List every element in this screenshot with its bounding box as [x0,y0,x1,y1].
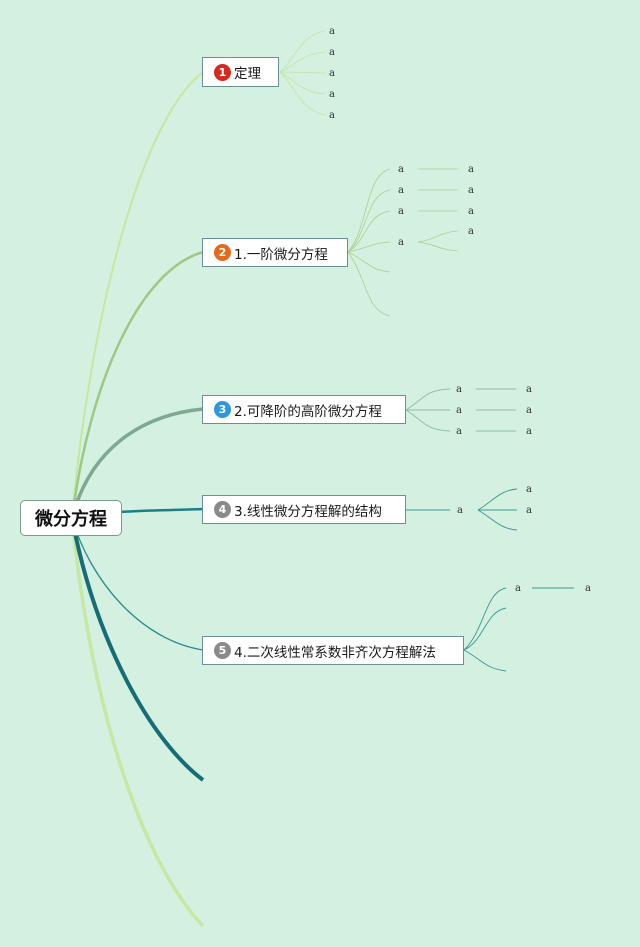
leaf-node[interactable]: a [526,384,532,395]
topic-node-1[interactable]: 1 定理 [202,57,279,87]
root-label: 微分方程 [35,509,107,530]
leaf-node[interactable]: a [398,206,404,217]
decor-branch-darkteal [70,517,205,782]
leaf-node[interactable]: a [329,26,335,37]
topic-label-2: 1.一阶微分方程 [234,246,328,263]
connector-root-topic3 [70,407,204,519]
decor-branch-lightgreen [70,517,205,928]
number-badge-3: 3 [214,401,231,418]
topic-node-4[interactable]: 4 3.线性微分方程解的结构 [202,495,406,524]
leaf-node[interactable]: a [456,405,462,416]
number-badge-2: 2 [214,244,231,261]
leaf-node[interactable]: a [398,237,404,248]
number-badge-1: 1 [214,63,231,81]
leaf-node[interactable]: a [456,426,462,437]
number-badge-4: 4 [214,501,231,518]
topic-label-3: 2.可降阶的高阶微分方程 [234,403,382,420]
leaf-node[interactable]: a [398,185,404,196]
topic1-fan [279,30,326,116]
number-badge-5: 5 [214,642,231,659]
connector-root-topic2 [70,250,204,519]
leaf-node[interactable]: a [329,110,335,121]
leaf-node[interactable]: a [468,164,474,175]
leaf-node[interactable]: a [329,68,335,79]
leaf-node[interactable]: a [585,583,591,594]
connector-root-topic5 [71,517,204,651]
leaf-node[interactable]: a [468,206,474,217]
topic-node-3[interactable]: 3 2.可降阶的高阶微分方程 [202,395,406,424]
leaf-node[interactable]: a [456,384,462,395]
leaf-node[interactable]: a [526,505,532,516]
topic3-fan [405,388,516,432]
topic2-fan [347,168,459,317]
topic-label-5: 4.二次线性常系数非齐次方程解法 [234,644,436,661]
leaf-node[interactable]: a [515,583,521,594]
leaf-node[interactable]: a [468,185,474,196]
topic4-fan [406,488,518,531]
leaf-node[interactable]: a [398,164,404,175]
leaf-node[interactable]: a [329,47,335,58]
root-node[interactable]: 微分方程 [20,500,122,536]
connector-root-topic1 [71,71,204,519]
leaf-node[interactable]: a [526,426,532,437]
leaf-node[interactable]: a [457,505,463,516]
topic-node-2[interactable]: 2 1.一阶微分方程 [202,238,348,267]
leaf-node[interactable]: a [526,484,532,495]
leaf-node[interactable]: a [468,226,474,237]
topic5-fan [463,587,574,672]
topic-label-1: 定理 [234,66,261,82]
leaf-node[interactable]: a [329,89,335,100]
topic-node-5[interactable]: 5 4.二次线性常系数非齐次方程解法 [202,636,464,665]
connector-root-topic4 [119,507,204,514]
leaf-node[interactable]: a [526,405,532,416]
topic-label-4: 3.线性微分方程解的结构 [234,503,382,520]
